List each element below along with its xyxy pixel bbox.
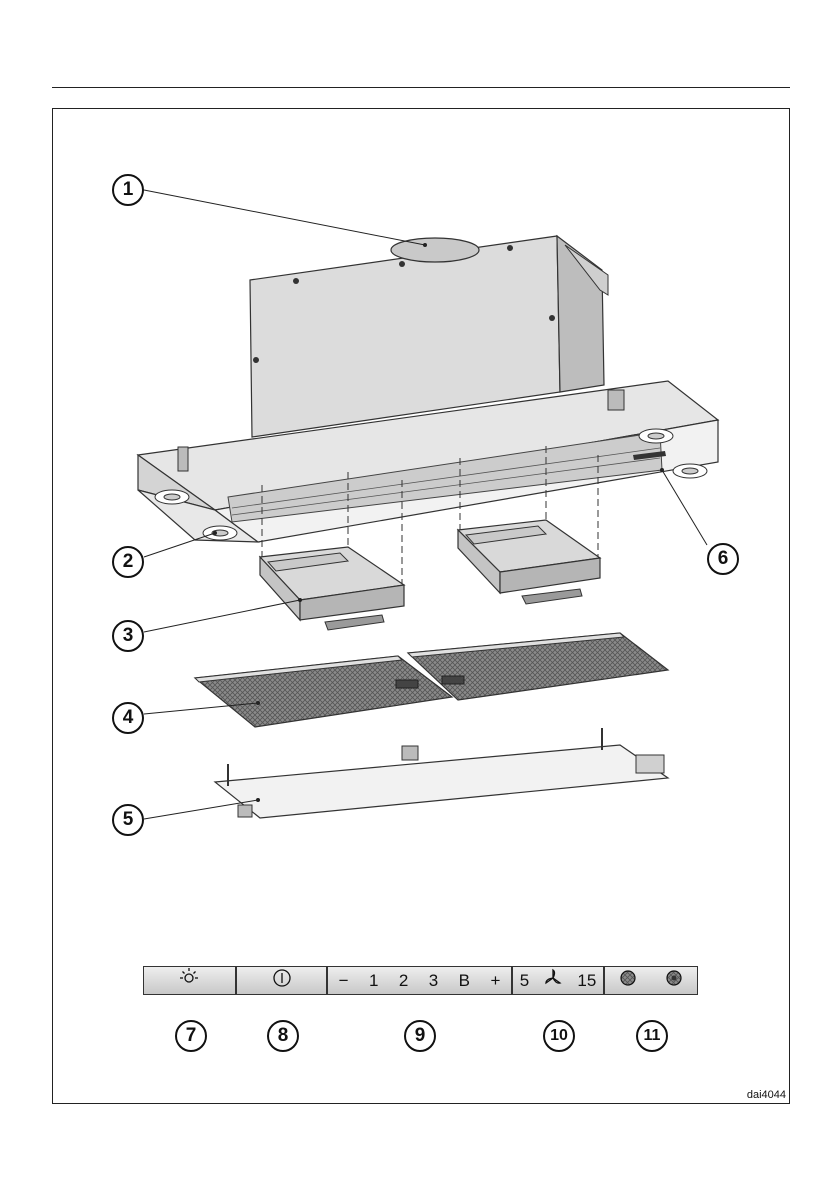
callout-10: 10: [543, 1020, 575, 1052]
callout-9: 9: [404, 1020, 436, 1052]
fan-speed-controls: − 1 2 3 B +: [328, 967, 512, 994]
callout-6: 6: [707, 543, 739, 575]
power-icon: [272, 968, 292, 993]
charcoal-filter-left: [260, 547, 404, 630]
plus-button[interactable]: +: [490, 971, 500, 991]
grease-filter-left: [195, 656, 452, 727]
callout-7: 7: [175, 1020, 207, 1052]
control-panel: − 1 2 3 B + 5 15: [143, 966, 698, 995]
light-icon: [178, 967, 200, 994]
fan-icon: [543, 968, 563, 993]
timer-short-label: 5: [520, 971, 529, 991]
grease-filter-icon: [620, 970, 636, 991]
figure-code: dai4044: [747, 1089, 786, 1101]
level-1-button[interactable]: 1: [369, 971, 378, 991]
callout-2: 2: [112, 546, 144, 578]
run-on-timer-button[interactable]: 5 15: [513, 967, 606, 994]
callout-1: 1: [112, 174, 144, 206]
callout-4: 4: [112, 702, 144, 734]
power-button[interactable]: [237, 967, 329, 994]
timer-long-label: 15: [577, 971, 596, 991]
callout-3: 3: [112, 620, 144, 652]
filter-indicator[interactable]: [605, 967, 697, 994]
level-3-button[interactable]: 3: [429, 971, 438, 991]
minus-button[interactable]: −: [339, 971, 349, 991]
charcoal-filter-icon: [666, 970, 682, 991]
callout-5: 5: [112, 804, 144, 836]
light-button[interactable]: [144, 967, 237, 994]
grease-filter-right: [408, 633, 668, 700]
boost-button[interactable]: B: [459, 971, 470, 991]
charcoal-filter-right: [458, 520, 600, 604]
glass-panel: [215, 728, 668, 818]
callout-11: 11: [636, 1020, 668, 1052]
level-2-button[interactable]: 2: [399, 971, 408, 991]
callout-8: 8: [267, 1020, 299, 1052]
